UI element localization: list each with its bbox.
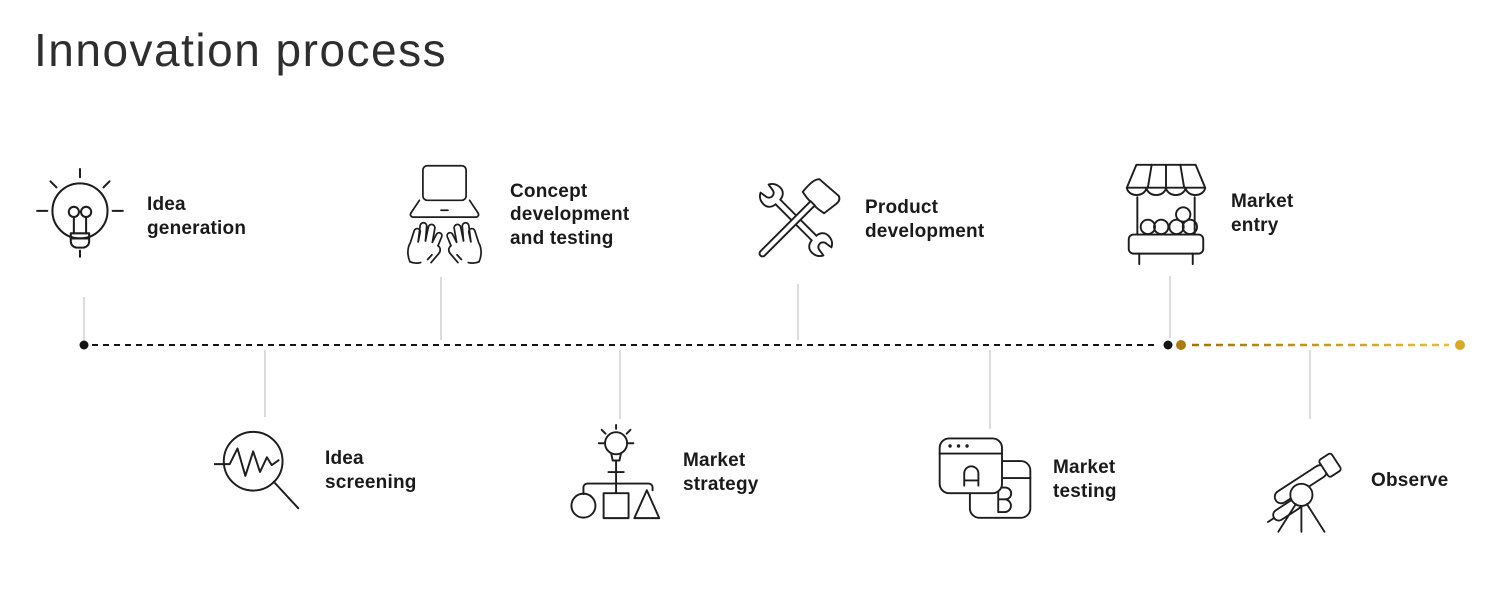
stage-product-development: Product development <box>744 168 984 272</box>
stage-label: Market strategy <box>683 450 759 495</box>
lightbulb-rays-icon <box>32 166 130 268</box>
stage-concept-development: Concept development and testing <box>396 164 629 266</box>
stage-label: Idea generation <box>147 194 247 239</box>
stage-connectors <box>83 276 1311 429</box>
hammer-shape <box>758 178 841 258</box>
stage-label: Idea screening <box>325 448 417 493</box>
page-title: Innovation process <box>34 24 448 76</box>
timeline-gold-start-dot <box>1176 340 1186 350</box>
telescope-icon <box>1258 428 1354 534</box>
timeline-end-gold-dot <box>1455 340 1465 350</box>
stage-idea-screening: Idea screening <box>214 422 417 520</box>
stage-label: Product development <box>865 197 985 242</box>
laptop-typing-hands-icon <box>396 164 493 266</box>
stage-label: Observe <box>1371 470 1449 492</box>
stage-label: Concept development and testing <box>510 180 630 249</box>
ab-test-windows-icon <box>934 434 1036 526</box>
a-window <box>938 437 1003 495</box>
stage-market-entry: Market entry <box>1118 160 1293 267</box>
stage-label: Market testing <box>1053 457 1117 502</box>
magnifier-wave-icon <box>214 422 308 520</box>
stage-idea-generation: Idea generation <box>32 166 246 268</box>
wrench-hammer-icon <box>744 168 848 272</box>
lightbulb-org-chart-icon <box>570 424 666 522</box>
stage-market-strategy: Market strategy <box>570 424 759 522</box>
stage-label: Market entry <box>1231 190 1294 236</box>
stage-market-testing: Market testing <box>934 434 1117 526</box>
stage-observe: Observe <box>1258 428 1448 534</box>
timeline-start-black-dot <box>79 340 89 350</box>
market-stall-icon <box>1118 160 1214 267</box>
timeline-market-entry-black-dot <box>1163 340 1173 350</box>
